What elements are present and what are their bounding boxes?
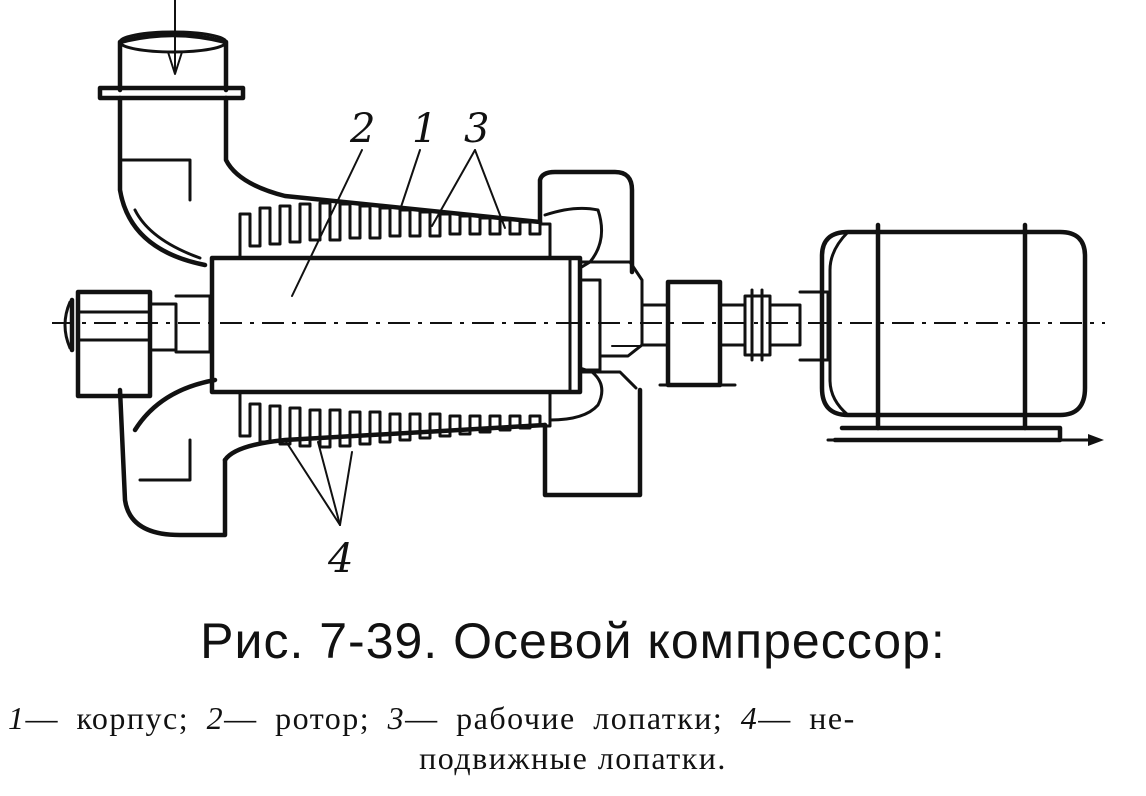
leader-lines [284,149,506,526]
inlet-pipe [97,30,246,101]
callout-2: 2 [349,106,375,152]
electric-motor [819,222,1104,446]
rotor [209,255,602,395]
legend-text: — ротор; [224,700,388,736]
callout-3: 3 [464,106,489,152]
compressor-casing [117,95,644,538]
left-bearing [63,289,212,399]
callout-1: 1 [412,106,437,152]
legend-line-1: 1— корпус; 2— ротор; 3— рабочие лопатки;… [8,698,1138,738]
legend-text: — рабочие лопатки; [405,700,741,736]
legend-text: — корпус; [25,700,207,736]
legend-num: 3 [387,700,406,736]
legend-num: 1 [8,700,26,736]
axial-compressor-drawing: 2 1 3 4 [52,0,1105,582]
right-bearing-coupling [640,279,830,388]
figure-legend: 1— корпус; 2— ротор; 3— рабочие лопатки;… [8,698,1138,778]
legend-num: 2 [206,700,225,736]
legend-num: 4 [740,700,759,736]
legend-line-2: подвижные лопатки. [419,740,727,776]
stationary-blades-bottom [238,392,552,449]
figure-caption-title: Рис. 7-39. Осевой компрессор: [200,613,946,669]
legend-text: — не- [758,700,856,736]
callout-4: 4 [327,536,353,582]
working-blades-top [238,201,552,258]
